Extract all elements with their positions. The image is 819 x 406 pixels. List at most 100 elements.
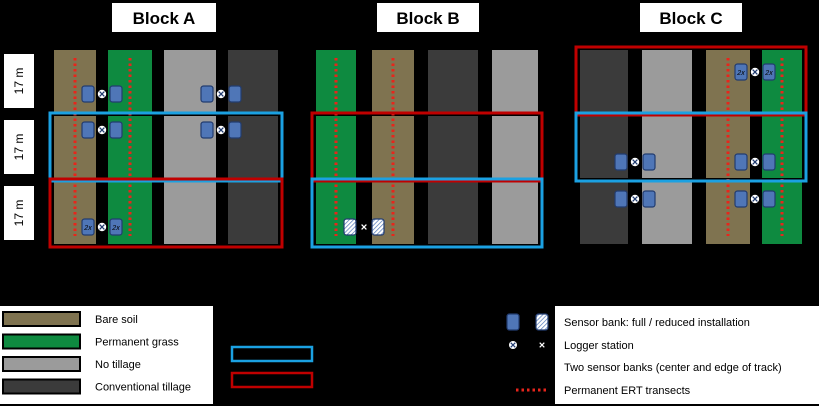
sensor-bank-full [200,85,214,103]
frame-red [574,45,808,117]
sensor-bank-full [109,218,123,236]
logger-station-icon [359,222,369,232]
sensor-badge: 2x [764,70,773,77]
plot-conventional-tillage [428,182,478,244]
plot-conventional-tillage [228,182,278,244]
legend-swatch-no-tillage [4,358,79,370]
plot-conventional-tillage [428,50,478,112]
frame-red [48,177,284,249]
sensor-bank-full [762,190,776,208]
legend-right-box [555,306,819,404]
logger-station-icon [216,89,226,99]
sensor-bank-full [81,121,95,139]
legend-swatch-bare-soil [4,313,79,325]
logger-station-cross [752,69,758,75]
plot-no-tillage [492,182,538,244]
legend-frame-samples [230,345,314,389]
row-labels: 17 m 17 m 17 m [4,54,34,240]
legend-frame-red [230,371,314,389]
legend-label: Permanent ERT transects [564,385,691,397]
sensor-bank-reduced [343,218,357,236]
logger-station-icon [97,125,107,135]
block-title-box [640,3,742,32]
legend-logger-icon [538,341,546,349]
legend-label: Bare soil [95,314,138,326]
sensor-bank-full [614,190,628,208]
logger-station-cross [361,224,367,230]
logger-station-cross [99,91,105,97]
logger-station-icon [630,157,640,167]
block-title-box [112,3,216,32]
sensor-bank-full [762,153,776,171]
logger-station-icon [750,67,760,77]
sensor-bank-full [109,121,123,139]
logger-station-cross [218,91,224,97]
plot-no-tillage [642,50,692,112]
plot-no-tillage [492,50,538,112]
sensor-bank-full [734,153,748,171]
legend-label: Logger station [564,340,634,352]
logger-station-icon [750,194,760,204]
frame-blue [310,177,544,249]
logger-station-icon [97,222,107,232]
sensor-bank-full [642,190,656,208]
block-title: Block B [396,9,459,28]
plot-no-tillage [492,116,538,178]
sensor-bank-reduced [371,218,385,236]
sensor-bank-full [228,121,242,139]
legend-label: Two sensor banks (center and edge of tra… [564,362,782,374]
frame-red [310,111,544,183]
sensor-bank-full [614,153,628,171]
block-title-box [377,3,479,32]
sensor-bank-full [642,153,656,171]
logger-station-icon [750,157,760,167]
plot-frames [48,45,808,249]
legend-frame-blue [230,345,314,363]
row-label: 17 m [12,200,26,227]
legend-sensor-bank-reduced-icon [535,313,549,331]
row-label: 17 m [12,68,26,95]
logger-station-cross [752,196,758,202]
sensor-bank-full [200,121,214,139]
legend-label: Conventional tillage [95,382,191,394]
legend-label: No tillage [95,359,141,371]
logger-station-cross [632,159,638,165]
legend-swatch-conventional-tillage [4,380,79,393]
block-titles: Block A Block B Block C [112,3,742,32]
frame-blue [574,111,808,183]
block-title: Block C [659,9,722,28]
sensor-bank-full [762,63,776,81]
row-label-box [4,186,34,240]
legend-label: Permanent grass [95,337,179,349]
row-label-box [4,120,34,174]
frame-blue [48,111,284,183]
sensor-badge: 2x [111,225,120,232]
plot-conventional-tillage [228,50,278,112]
sensor-bank-full [81,218,95,236]
plot-no-tillage [164,182,216,244]
legend-sensor-bank-full-icon [506,313,520,331]
legend-logger-cross [539,342,545,348]
sensor-bank-full [109,85,123,103]
logger-station-icon [97,89,107,99]
logger-station-cross [218,127,224,133]
sensor-bank-full [81,85,95,103]
row-label-box [4,54,34,108]
plot-no-tillage [164,50,216,112]
block-title: Block A [133,9,196,28]
plot-conventional-tillage [428,116,478,178]
row-label: 17 m [12,134,26,161]
sensor-bank-full [734,190,748,208]
plot-grid [54,50,802,244]
sensor-badge: 2x [83,225,92,232]
sensor-bank-full [734,63,748,81]
logger-station-cross [632,196,638,202]
legend-logger-icon [509,341,517,349]
sensor-bank-full [228,85,242,103]
sensor-stations: 2x 2x 2x 2x [81,63,776,236]
legend-swatch-permanent-grass [4,335,79,348]
sensor-badge: 2x [736,70,745,77]
logger-station-cross [99,224,105,230]
